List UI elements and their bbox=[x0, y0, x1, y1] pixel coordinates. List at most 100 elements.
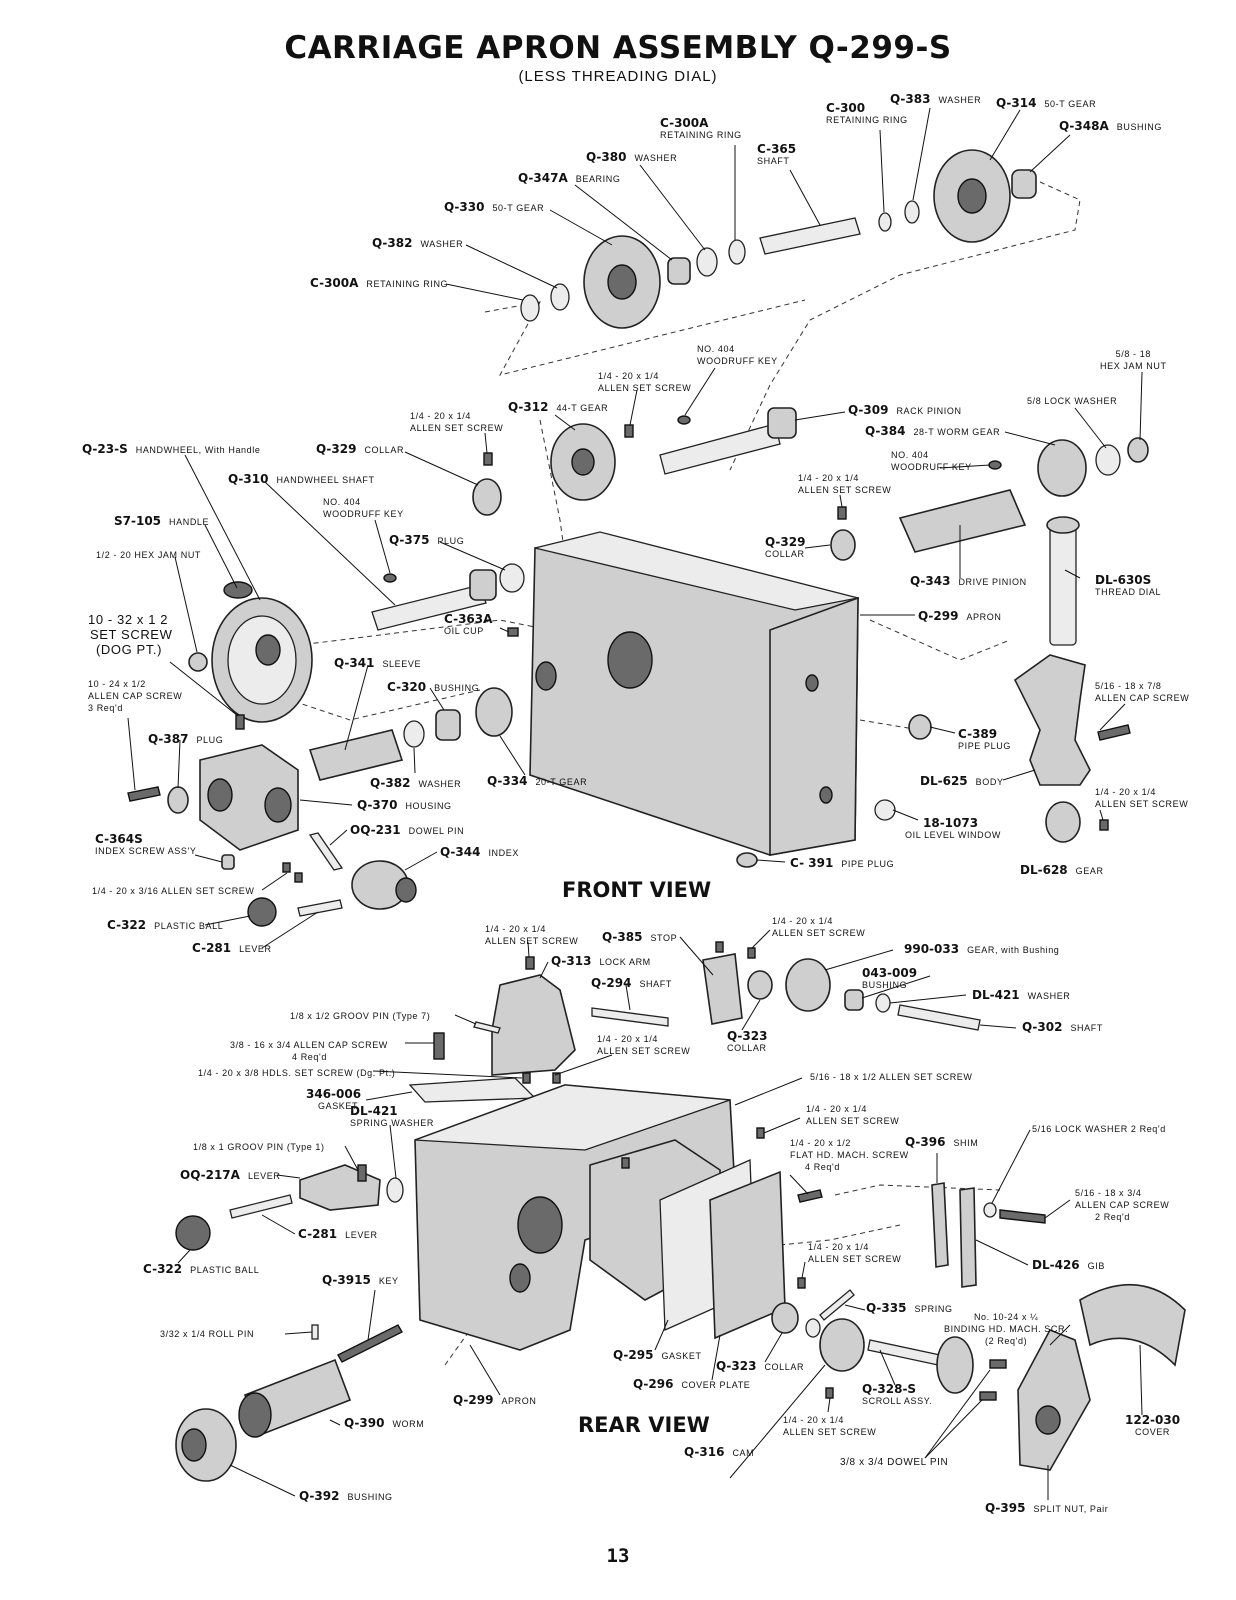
gear-part bbox=[475, 687, 513, 737]
leader-lines bbox=[127, 107, 1143, 1500]
part-label: 1/2 - 20 HEX JAM NUT bbox=[96, 550, 202, 560]
lever-part bbox=[299, 1164, 381, 1211]
handle-part bbox=[223, 581, 253, 599]
index-screw-part bbox=[221, 854, 235, 870]
drive-pinion-part bbox=[898, 489, 1027, 553]
scroll-shaft-part bbox=[867, 1339, 941, 1366]
part-label: 5/16 LOCK WASHER 2 Req'd bbox=[1032, 1124, 1166, 1134]
gear-hub-part bbox=[571, 448, 595, 476]
split-nut-bore bbox=[1035, 1405, 1061, 1435]
cap-screw-part bbox=[999, 1209, 1046, 1224]
lever-part bbox=[297, 899, 343, 917]
worm-end bbox=[238, 1392, 272, 1438]
set-screw-part bbox=[522, 1072, 531, 1084]
lock-washer-part bbox=[983, 1202, 997, 1218]
front-apron-bore bbox=[535, 661, 557, 691]
guide-line bbox=[859, 719, 921, 731]
dial-body-part bbox=[1013, 654, 1091, 786]
retaining-ring-part bbox=[520, 294, 540, 322]
set-screw-part bbox=[837, 506, 847, 520]
woodruff-key-part bbox=[677, 415, 691, 425]
housing-bore bbox=[264, 787, 292, 823]
gear-hub-part bbox=[607, 264, 637, 300]
collar-part bbox=[830, 529, 856, 561]
washer-part bbox=[403, 720, 425, 748]
plug-part bbox=[499, 563, 525, 593]
dowel-pin-part bbox=[979, 1391, 997, 1401]
cap-screw-part bbox=[127, 786, 161, 802]
worm-gear-part bbox=[1037, 439, 1087, 497]
guide-line bbox=[834, 1184, 1001, 1196]
page-title: CARRIAGE APRON ASSEMBLY Q-299-S bbox=[284, 30, 952, 66]
shaft-part bbox=[591, 1007, 669, 1027]
bushing-part bbox=[1011, 169, 1037, 199]
washer-part bbox=[550, 283, 570, 311]
page-subtitle: (LESS THREADING DIAL) bbox=[518, 68, 718, 85]
handwheel-shaft-part bbox=[371, 584, 487, 631]
plastic-ball-part bbox=[247, 897, 277, 927]
collar-part bbox=[472, 478, 502, 516]
washer-part bbox=[696, 247, 718, 277]
rear-view-title: REAR VIEW bbox=[578, 1413, 710, 1437]
set-screw-part bbox=[294, 872, 303, 883]
rack-pinion-shaft-part bbox=[659, 423, 781, 475]
rear-apron-top bbox=[414, 1084, 731, 1151]
set-screw-part bbox=[483, 452, 493, 466]
gib-part bbox=[959, 1187, 977, 1288]
dial-gear-part bbox=[1045, 801, 1081, 843]
spring-washer-part bbox=[386, 1177, 404, 1203]
groov-pin-part bbox=[473, 1021, 501, 1034]
hex-jam-nut-part bbox=[1127, 437, 1149, 463]
gear-hub-part bbox=[957, 178, 987, 214]
housing-part bbox=[199, 744, 299, 851]
cam-part bbox=[819, 1318, 865, 1372]
roll-pin-part bbox=[311, 1324, 319, 1340]
spring-part bbox=[819, 1289, 855, 1321]
